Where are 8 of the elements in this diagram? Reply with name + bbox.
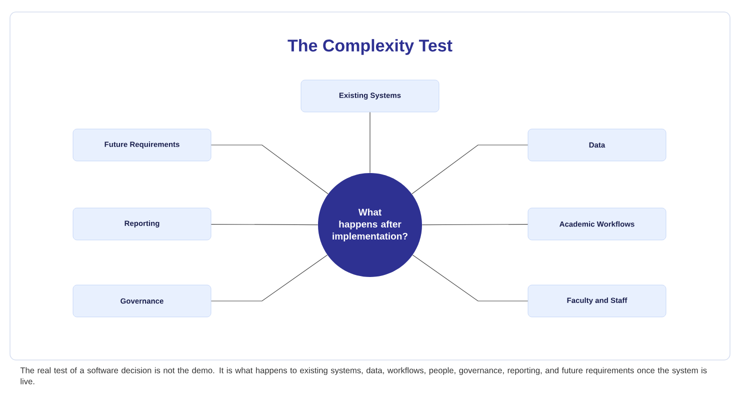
caption: The real test of a software decision is not the demo. It is what happens to existing systems, data, workflows, people, governance, reporting, and future requirements once the system is live. <box>20 367 707 384</box>
connector-line <box>210 254 328 302</box>
connector-line <box>210 224 318 226</box>
title: The Complexity Test <box>288 39 452 55</box>
connector-line <box>210 144 328 194</box>
connector-line <box>422 224 528 226</box>
connector-line <box>412 254 528 302</box>
connector-line <box>412 144 528 194</box>
